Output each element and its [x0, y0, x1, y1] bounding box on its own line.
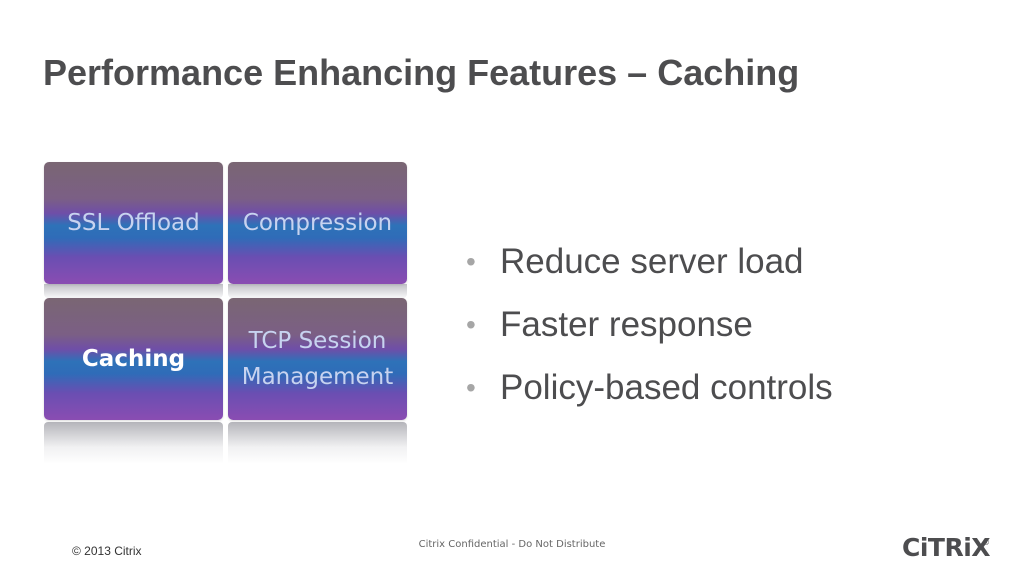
tile-caching: Caching	[44, 298, 223, 420]
bullet-item: • Policy-based controls	[466, 356, 833, 419]
tile-reflection	[228, 284, 407, 298]
bullet-dot-icon: •	[466, 372, 476, 403]
bullet-dot-icon: •	[466, 309, 476, 340]
tile-label: SSL Offload	[67, 210, 200, 236]
citrix-logo: CiTRiX	[902, 533, 991, 562]
tile-ssl-offload: SSL Offload	[44, 162, 223, 284]
bullet-item: • Faster response	[466, 293, 833, 356]
copyright-text: © 2013 Citrix	[72, 544, 142, 558]
bullet-list: • Reduce server load • Faster response • Po…	[466, 230, 833, 419]
registered-mark: ®	[982, 538, 990, 547]
bullet-text: Reduce server load	[500, 242, 804, 281]
tile-reflection	[228, 422, 407, 464]
confidential-notice: Citrix Confidential - Do Not Distribute	[418, 539, 606, 550]
tile-label: Management	[241, 364, 394, 390]
tile-reflection	[44, 422, 223, 464]
tile-label: Caching	[81, 346, 186, 372]
tile-compression: Compression	[228, 162, 407, 284]
slide-title: Performance Enhancing Features – Caching	[43, 52, 800, 93]
tile-tcp-session-management: TCP Session Management	[228, 298, 407, 420]
bullet-text: Faster response	[500, 305, 753, 344]
bullet-text: Policy-based controls	[500, 368, 833, 407]
feature-tiles: SSL Offload Compression Caching TCP Sess…	[44, 162, 410, 464]
bullet-item: • Reduce server load	[466, 230, 833, 293]
tile-reflection	[44, 284, 223, 298]
tile-label: Compression	[242, 210, 393, 236]
bullet-dot-icon: •	[466, 246, 476, 277]
tile-label: TCP Session	[248, 328, 387, 354]
